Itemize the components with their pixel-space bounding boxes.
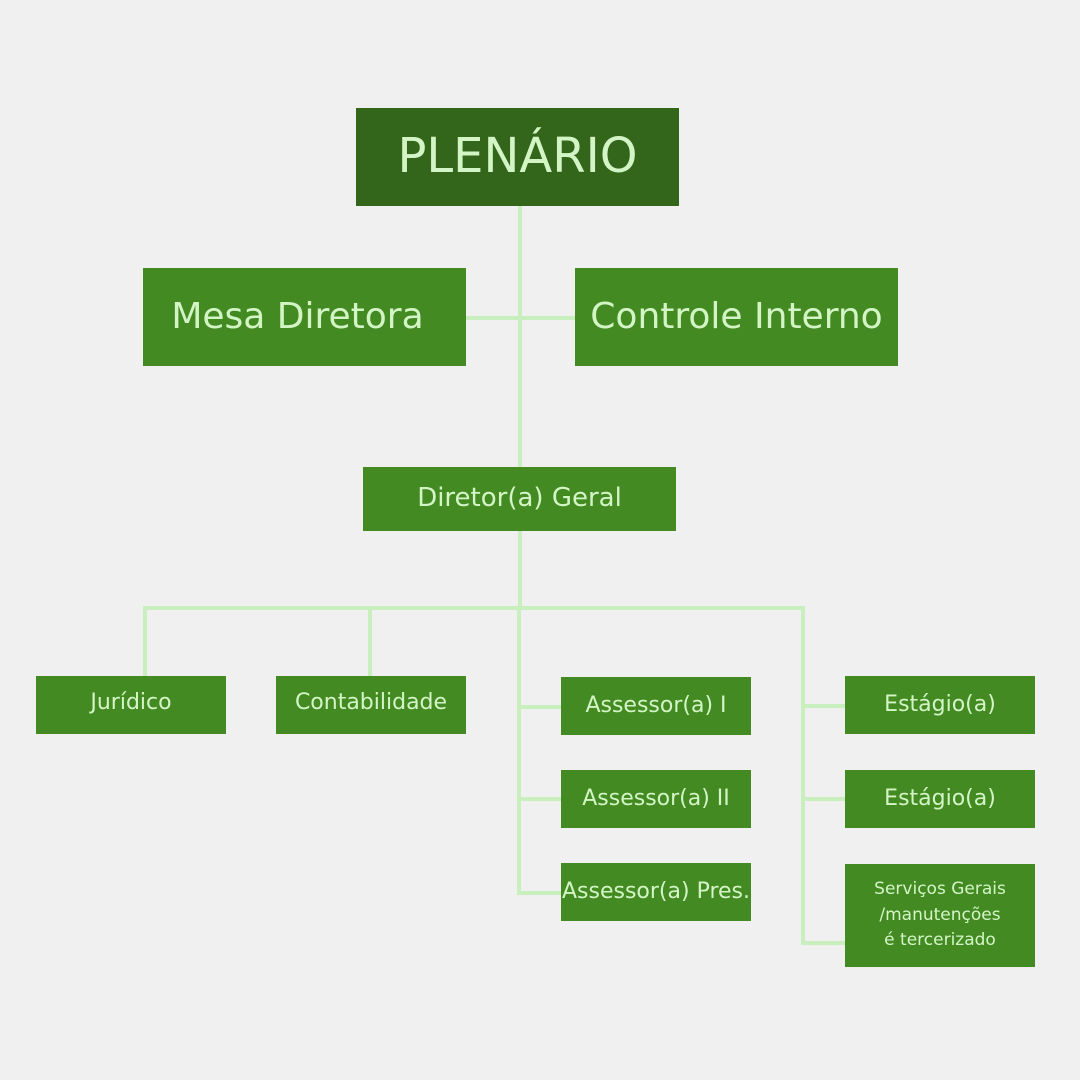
connector-contabilidade: [368, 606, 372, 676]
connector-servicos-gerais: [801, 941, 845, 945]
connector-assessor-2: [517, 797, 561, 801]
connector-plenario-diretor: [518, 206, 522, 467]
connector-assessores-vertical: [517, 606, 521, 895]
node-servicos-gerais-label: Serviços Gerais /manutenções é terceriza…: [874, 879, 1006, 951]
node-assessor-1-label: Assessor(a) I: [585, 692, 727, 718]
connector-estagios-vertical: [801, 606, 805, 945]
node-mesa-diretora: Mesa Diretora: [143, 268, 466, 366]
node-contabilidade-label: Contabilidade: [294, 689, 448, 715]
node-mesa-diretora-label: Mesa Diretora: [171, 296, 424, 338]
connector-diretor-bus: [518, 531, 522, 608]
node-estagio-1: Estágio(a): [845, 676, 1035, 734]
node-contabilidade: Contabilidade: [276, 676, 466, 734]
connector-assessor-1: [517, 705, 561, 709]
node-estagio-2-label: Estágio(a): [884, 785, 996, 811]
node-estagio-2: Estágio(a): [845, 770, 1035, 828]
node-assessor-2: Assessor(a) II: [561, 770, 751, 828]
node-juridico: Jurídico: [36, 676, 226, 734]
connector-estagio-2: [801, 797, 845, 801]
node-plenario-label: PLENÁRIO: [397, 128, 638, 185]
connector-assessor-pres: [517, 891, 561, 895]
node-servicos-gerais: Serviços Gerais /manutenções é terceriza…: [845, 864, 1035, 967]
node-assessor-pres-label: Assessor(a) Pres.: [561, 878, 750, 904]
connector-estagio-1: [801, 704, 845, 708]
node-diretor-geral: Diretor(a) Geral: [363, 467, 676, 531]
node-juridico-label: Jurídico: [90, 689, 172, 715]
node-diretor-geral-label: Diretor(a) Geral: [417, 483, 622, 514]
node-assessor-1: Assessor(a) I: [561, 677, 751, 735]
connector-juridico: [143, 606, 147, 676]
node-assessor-2-label: Assessor(a) II: [582, 785, 730, 811]
node-controle-interno-label: Controle Interno: [590, 296, 883, 338]
node-controle-interno: Controle Interno: [575, 268, 898, 366]
connector-mesa-controle: [466, 316, 575, 320]
node-plenario: PLENÁRIO: [356, 108, 679, 206]
connector-horizontal-bus: [143, 606, 805, 610]
node-assessor-pres: Assessor(a) Pres.: [561, 863, 751, 921]
node-estagio-1-label: Estágio(a): [884, 691, 996, 717]
